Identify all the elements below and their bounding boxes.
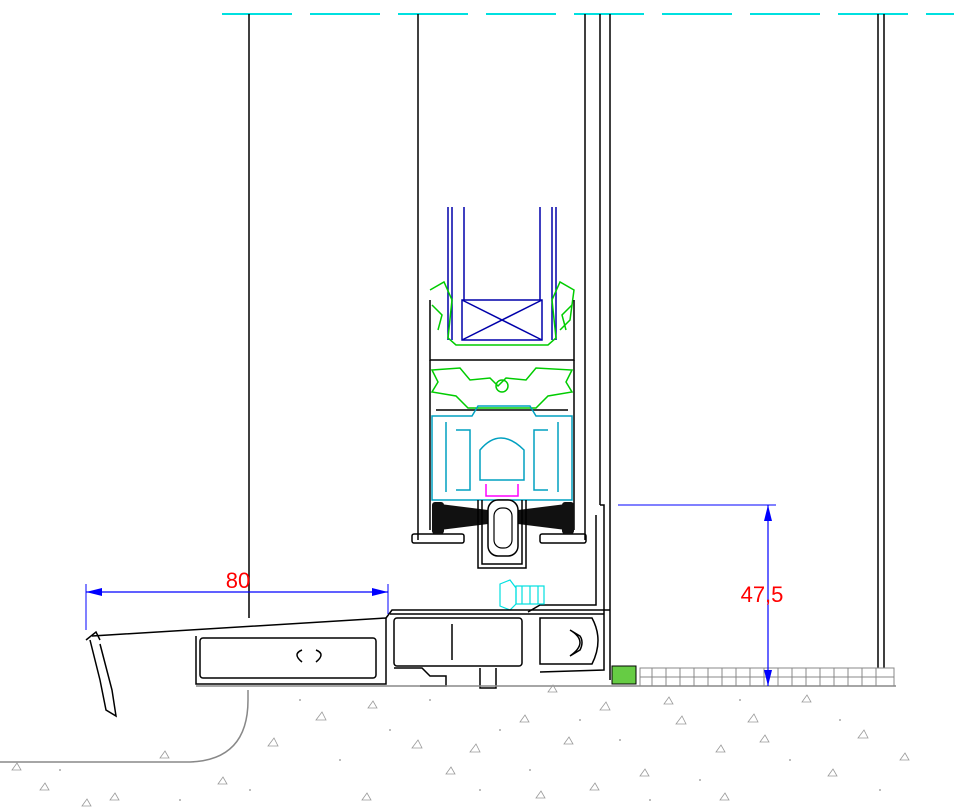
brush-seals <box>432 499 574 557</box>
glazing-gaskets <box>429 280 575 409</box>
dimension-label-height: 47,5 <box>741 582 784 607</box>
floor-seal <box>611 665 637 685</box>
concrete-hatch <box>11 684 910 807</box>
dimension-height: 47,5 <box>618 504 784 686</box>
threshold-profile <box>85 609 605 718</box>
accessory-marker <box>485 484 519 497</box>
concrete-dots <box>59 699 881 801</box>
rail-frame <box>390 500 610 615</box>
glazing-unit <box>447 207 557 341</box>
screw-hidden <box>499 579 545 611</box>
vertical-frame-lines <box>248 14 885 680</box>
dimension-label-width: 80 <box>226 568 250 593</box>
thermal-break <box>431 405 573 501</box>
floor-outline <box>0 685 896 763</box>
dimension-width: 80 <box>85 568 389 630</box>
